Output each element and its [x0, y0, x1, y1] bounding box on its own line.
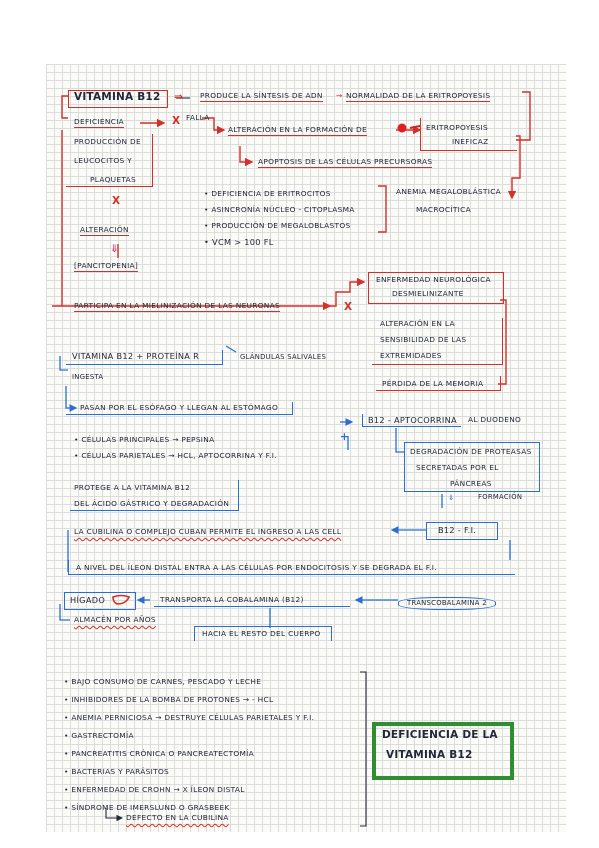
produccion-line-3: PLAQUETAS	[90, 175, 136, 184]
produccion-box	[66, 134, 153, 187]
degradacion-2: SECRETADAS POR EL	[416, 463, 499, 472]
eritropoyesis-1: ERITROPOYESIS	[426, 123, 488, 132]
deficiencia-label: DEFICIENCIA	[74, 117, 125, 129]
causa-8: • SÍNDROME DE IMERSLUND O GRASBEEK	[64, 803, 230, 812]
anemia-1: ANEMIA MEGALOBLÁSTICA	[396, 187, 502, 196]
degradacion-box	[404, 442, 540, 492]
bullet-4: • VCM > 100 fl	[204, 237, 274, 247]
glandulas: GLÁNDULAS SALIVALES	[240, 353, 327, 361]
causa-2: • INHIBIDORES DE LA BOMBA DE PROTONES → …	[64, 695, 274, 704]
x-mark-2: X	[112, 195, 121, 207]
causa-4: • GASTRECTOMÍA	[64, 731, 134, 740]
celulas-parietales: • CÉLULAS PARIETALES → HCl, APTOCORRINA …	[74, 451, 277, 460]
cubilina-text: LA CUBILINA O COMPLEJO CUBAN PERMITE EL …	[74, 527, 342, 536]
al-duodeno: AL DUODENO	[468, 415, 522, 424]
produccion-line-2: LEUCOCITOS Y	[74, 156, 133, 165]
anemia-2: MACROCÍTICA	[416, 205, 471, 214]
bullet-2: • ASINCRONÍA NÚCLEO - CITOPLASMA	[204, 205, 355, 214]
transporta: TRANSPORTA LA COBALAMINA (B12)	[160, 595, 304, 604]
causa-6: • BACTERIAS Y PARÁSITOS	[64, 767, 170, 776]
almacen: ALMACÉN POR AÑOS	[74, 615, 156, 624]
causa-5: • PANCREATITIS CRÓNICA O PANCREATECTOMÍA	[64, 749, 255, 758]
protege-2: DEL ÁCIDO GÁSTRICO Y DEGRADACIÓN	[74, 499, 230, 508]
deficiencia-box-line-1: DEFICIENCIA DE LA	[382, 729, 498, 741]
degradacion-3: PÁNCREAS	[450, 479, 492, 488]
b12-fi-box	[426, 522, 498, 540]
causa-1: • BAJO CONSUMO DE CARNES, PESCADO Y LECH…	[64, 677, 262, 686]
celulas-principales: • CÉLULAS PRINCIPALES → PEPSINA	[74, 435, 215, 444]
causa-7: • ENFERMEDAD DE CROHN → X ÍLEON DISTAL	[64, 785, 245, 794]
bullet-3: • PRODUCCIÓN DE MEGALOBLASTOS	[204, 221, 351, 230]
eritropoyesis-2: INEFICAZ	[452, 137, 489, 146]
enfermedad-1: ENFERMEDAD NEUROLÓGICA	[376, 275, 491, 284]
x-mark-3: X	[344, 301, 353, 313]
pancitopenia: [PANCITOPENIA]	[74, 261, 139, 273]
higado-box	[64, 592, 136, 610]
bullet-1: • DEFICIENCIA DE ERITROCITOS	[204, 189, 331, 198]
grid-paper	[46, 64, 566, 832]
alt-1: ALTERACIÓN EN LA	[380, 319, 455, 328]
alt-3: EXTREMIDADES	[380, 351, 442, 360]
alt-2: SENSIBILIDAD DE LAS	[380, 335, 467, 344]
b12-fi: B12 - F.I.	[438, 525, 477, 535]
deficiencia-box	[372, 722, 514, 780]
enfermedad-box	[368, 272, 504, 304]
alteracion-formacion: ALTERACIÓN EN LA FORMACIÓN DE	[228, 125, 367, 137]
formacion: FORMACIÓN	[478, 493, 523, 501]
page-title: VITAMINA B12	[74, 91, 161, 103]
plus-sign: +	[340, 431, 349, 443]
b12-aptocorrina: B12 - APTOCORRINA	[368, 415, 457, 425]
double-arrow: ⇒	[174, 91, 183, 103]
vitamina-proteina-r: VITAMINA B12 + PROTEÍNA R	[72, 351, 200, 361]
degradacion-1: DEGRADACIÓN DE PROTEASAS	[410, 447, 532, 456]
pasan-text: PASAN POR EL ESÓFAGO Y LLEGAN AL ESTÓMAG…	[80, 403, 279, 412]
higado: HÍGADO	[70, 595, 106, 605]
alteracion-2: ALTERACIÓN	[80, 225, 129, 237]
apoptosis-text: APOPTOSIS DE LAS CÉLULAS PRECURSORAS	[258, 157, 433, 169]
normalidad-text: NORMALIDAD DE LA ERITROPOYESIS	[346, 91, 491, 103]
title-box	[68, 90, 168, 108]
perdida-memoria: PÉRDIDA DE LA MEMORIA	[382, 379, 484, 388]
causa-3: • ANEMIA PERNICIOSA → DESTRUYE CÉLULAS P…	[64, 713, 315, 722]
liver-icon	[112, 594, 130, 605]
produccion-line-1: PRODUCCIÓN DE	[74, 137, 141, 146]
produce-text: PRODUCE LA SÍNTESIS DE ADN	[200, 91, 323, 103]
x-mark-1: X	[172, 115, 181, 127]
enfermedad-2: DESMIELINIZANTE	[392, 289, 464, 298]
falla-text: FALLA	[186, 113, 210, 122]
ingesta: INGESTA	[72, 373, 104, 381]
ileon-text: A NIVEL DEL ÍLEON DISTAL ENTRA A LAS CÉL…	[76, 563, 437, 572]
protege-1: PROTEGE A LA VITAMINA B12	[74, 483, 191, 492]
participa-text: PARTICIPA EN LA MIELINIZACIÓN DE LAS NEU…	[74, 301, 280, 313]
hacia-resto: HACIA EL RESTO DEL CUERPO	[202, 629, 321, 638]
deficiencia-box-line-2: VITAMINA B12	[386, 749, 473, 761]
defecto-cubilina: DEFECTO EN LA CUBILINA	[126, 813, 229, 822]
transcobalamina: TRANSCOBALAMINA 2	[398, 597, 496, 611]
